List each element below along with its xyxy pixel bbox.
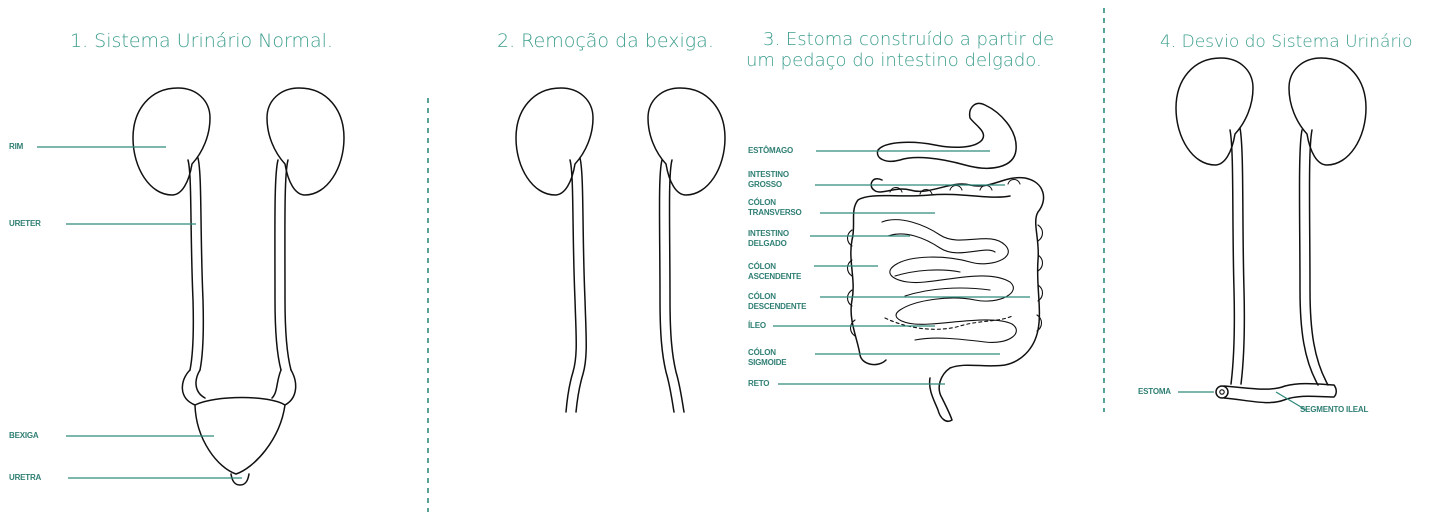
left-ureter: [187, 157, 205, 371]
urethra: [230, 473, 250, 486]
ascending-colon-haustra: [846, 229, 856, 337]
label-estoma: ESTOMA: [1138, 387, 1171, 396]
label-intestino-delgado-1: INTESTINO: [748, 229, 789, 238]
panel-3-title-line-2: um pedaço do intestino delgado.: [746, 50, 1042, 71]
label-colon-transverso-1: CÓLON: [748, 198, 776, 207]
right-ureter-2: [658, 159, 685, 413]
label-colon-transverso-2: TRANSVERSO: [748, 208, 802, 217]
label-ileo: ÍLEO: [748, 321, 766, 330]
label-colon-ascendente-1: CÓLON: [748, 262, 776, 271]
panel-1-urinary-system: [37, 87, 345, 486]
left-kidney-2: [515, 87, 594, 196]
label-rim: RIM: [9, 142, 24, 151]
stoma-inner: [1219, 389, 1225, 395]
panel-2-title: 2. Remoção da bexiga.: [497, 30, 714, 52]
label-colon-ascendente-2: ASCENDENTE: [748, 272, 802, 281]
left-ureter-2: [565, 157, 587, 413]
label-ureter: URETER: [9, 219, 41, 228]
label-colon-descendente-2: DESCENDENTE: [748, 302, 807, 311]
label-uretra: URETRA: [9, 473, 42, 482]
left-kidney: [132, 87, 211, 196]
ileum-dashed: [884, 315, 1013, 330]
bladder: [181, 369, 297, 475]
panel-3-digestive-system: [773, 102, 1045, 422]
large-intestine: [850, 176, 1045, 422]
ileal-segment: [1223, 382, 1337, 404]
small-intestine: [881, 219, 1017, 343]
panel-1-title: 1. Sistema Urinário Normal.: [70, 30, 333, 52]
label-colon-descendente-1: CÓLON: [748, 292, 776, 301]
label-segmento-ileal: SEGMENTO ILEAL: [1300, 405, 1369, 414]
label-estomago: ESTÔMAGO: [748, 146, 794, 155]
segmento-ileal-pointer: [1275, 391, 1307, 411]
left-kidney-4: [1175, 57, 1254, 166]
panel-3-title-line-1: 3. Estoma construído a partir de: [763, 29, 1055, 50]
left-ureter-4: [1229, 127, 1246, 385]
panel-4-title: 4. Desvio do Sistema Urinário: [1160, 32, 1413, 52]
descending-colon-haustra: [1036, 224, 1044, 332]
panel-4-urinary-diversion: [1175, 57, 1367, 411]
right-kidney-4: [1288, 57, 1367, 166]
label-reto: RETO: [748, 379, 770, 388]
right-kidney: [266, 87, 345, 196]
label-intestino-grosso-1: INTESTINO: [748, 170, 789, 179]
right-kidney-2: [647, 87, 726, 196]
label-intestino-delgado-2: DELGADO: [748, 239, 787, 248]
right-ureter-4: [1298, 129, 1329, 386]
label-colon-sigmoide-2: SIGMOIDE: [748, 358, 787, 367]
stoma: [1215, 385, 1229, 399]
label-intestino-grosso-2: GROSSO: [748, 180, 782, 189]
label-bexiga: BEXIGA: [9, 431, 39, 440]
panel-2-kidneys-no-bladder: [515, 87, 726, 413]
label-colon-sigmoide-1: CÓLON: [748, 348, 776, 357]
right-ureter: [274, 159, 292, 371]
stomach: [876, 102, 1017, 169]
